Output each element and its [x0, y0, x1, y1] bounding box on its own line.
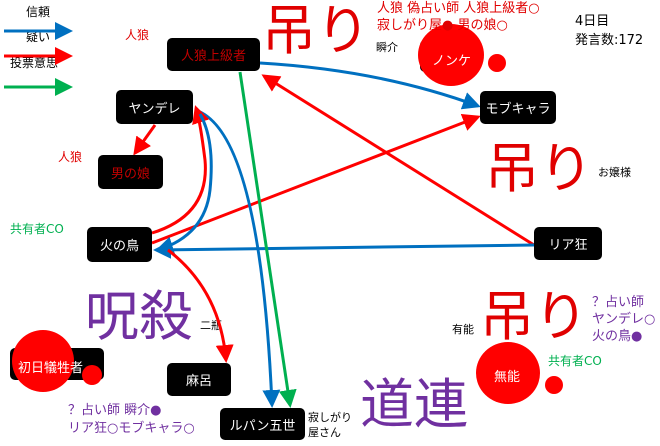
seer-right-line2: ヤンデレ○ — [592, 312, 656, 327]
legend-vote-label: 投票意思 — [10, 56, 59, 70]
node-first-victim: 初日犠牲者 — [18, 361, 84, 376]
sabishi-label: 寂しがり屋さん — [308, 410, 352, 440]
trust-arrow-yandere-hinotori — [155, 113, 213, 255]
node-lupin: ルパン五世 — [220, 408, 305, 440]
shunsuke-label: 瞬介 — [376, 41, 398, 54]
node-otokonoko: 男の娘 — [98, 155, 163, 189]
blood-splat-icon — [12, 330, 74, 392]
nihei-label: 二瓶 — [200, 319, 222, 332]
blood-splat-icon — [476, 342, 540, 404]
doubt-arrow-hinotori-mob — [151, 114, 481, 245]
node-yandere: ヤンデレ — [116, 90, 193, 124]
node-riakyo: リア狂 — [534, 227, 602, 260]
seer-left-line1: ？占い師 瞬介● — [68, 403, 162, 418]
yuno-label: 有能 — [452, 323, 474, 336]
shared-co-right: 共有者CO — [548, 354, 602, 368]
legend-doubt-label: 疑い — [26, 30, 51, 44]
doubt-arrow-riakyo-senior — [261, 74, 535, 247]
node-werewolf-senior: 人狼上級者 — [167, 38, 260, 71]
hang-mark-top: 吊り — [262, 0, 370, 62]
doubt-arrow-hinotori-maro — [167, 248, 234, 363]
trust-arrow-yandere-lupin — [194, 108, 281, 408]
trust-arrow-riakyo-hinotori — [153, 240, 535, 259]
fake-seer-result: 人狼 偽占い師 人狼上級者○ 寂しがり屋● 男の娘○ — [377, 0, 540, 34]
fake-seer-line2: 寂しがり屋● 男の娘○ — [377, 18, 508, 33]
doubt-arrow-yandere-otokonoko — [133, 124, 157, 156]
blood-splat-icon — [418, 24, 484, 86]
blood-splat-icon — [488, 54, 506, 72]
hang-mark-bottom: 吊り — [480, 285, 588, 348]
seer-right-line1: ？占い師 — [592, 295, 645, 310]
node-nonke: ノンケ — [432, 54, 472, 69]
doubt-arrow-hinotori-yandere — [151, 105, 210, 235]
node-mob: モブキャラ — [480, 91, 556, 124]
seer-right-line3: 火の鳥● — [592, 329, 643, 344]
fake-seer-line1: 人狼 偽占い師 人狼上級者○ — [377, 1, 540, 16]
status: 4日目 発言数:172 — [575, 12, 643, 50]
shared-co-left: 共有者CO — [10, 222, 64, 236]
trust-arrow-senior-mob — [259, 61, 481, 110]
wolf-label-otokonoko: 人狼 — [58, 150, 83, 164]
day-label: 4日目 — [575, 14, 610, 29]
ojousama-label: お嬢様 — [598, 166, 631, 179]
seer-left-line2: リア狂○モブキャラ○ — [68, 421, 195, 436]
legend-trust-label: 信頼 — [26, 5, 51, 19]
dragged-mark: 道連 — [360, 373, 468, 436]
seer-left-result: ？占い師 瞬介● リア狂○モブキャラ○ — [68, 402, 195, 438]
wolf-label-senior: 人狼 — [125, 28, 150, 42]
vote-arrow-senior-lupin — [238, 71, 297, 408]
seer-right-result: ？占い師ヤンデレ○ 火の鳥● — [592, 294, 655, 345]
blood-splat-icon — [82, 365, 102, 385]
speech-count: 発言数:172 — [575, 33, 644, 48]
node-maro: 麻呂 — [167, 363, 231, 396]
node-muno: 無能 — [494, 370, 521, 385]
sabishi-line2: 屋さん — [308, 426, 341, 439]
hang-mark-middle: 吊り — [485, 137, 593, 200]
node-hinotori: 火の鳥 — [87, 227, 152, 262]
blood-splat-icon — [545, 376, 563, 394]
curse-kill-mark: 呪殺 — [85, 285, 193, 348]
sabishi-line1: 寂しがり — [308, 411, 352, 424]
